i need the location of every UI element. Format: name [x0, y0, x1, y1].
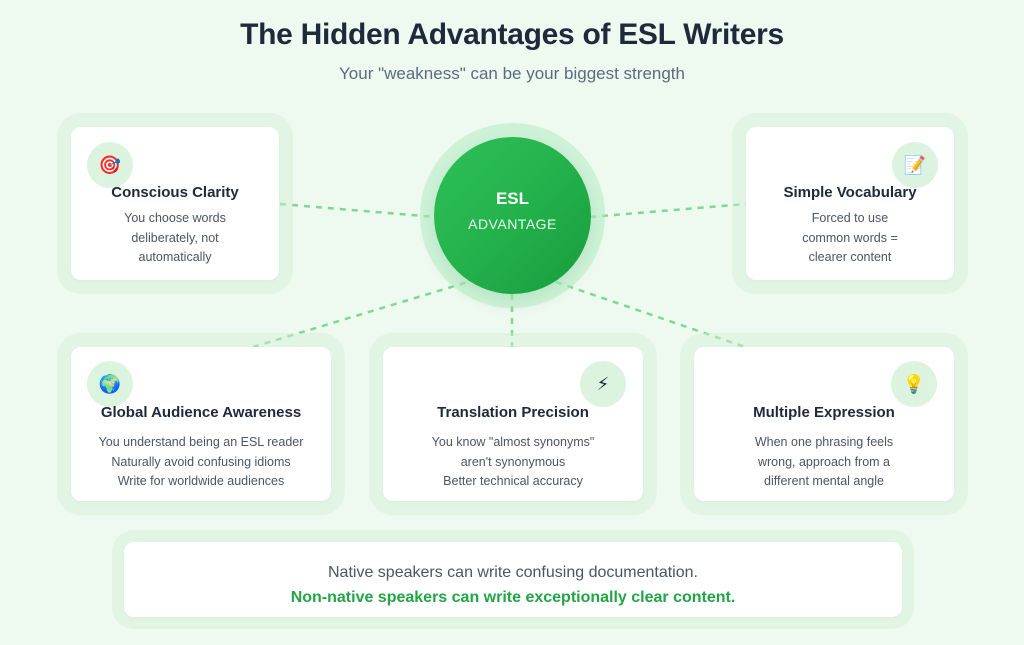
card-title: Translation Precision — [437, 404, 589, 421]
esl-advantage-hub: ESL ADVANTAGE — [434, 137, 591, 294]
card-simple-vocabulary: 📝 Simple Vocabulary Forced to use common… — [746, 127, 954, 280]
card-line: aren't synonymous — [460, 454, 566, 469]
card-description: Forced to use common words = clearer con… — [746, 209, 954, 268]
page-title: The Hidden Advantages of ESL Writers — [240, 18, 784, 51]
target-icon: 🎯 — [87, 142, 133, 188]
card-line: When one phrasing feels — [754, 435, 894, 449]
card-line: You choose words — [124, 211, 226, 225]
footer-callout: Native speakers can write confusing docu… — [124, 542, 902, 617]
card-line: common words = — [802, 230, 898, 245]
memo-icon: 📝 — [892, 142, 938, 188]
card-line: You understand being an ESL reader — [98, 435, 304, 449]
footer-statement-native: Native speakers can write confusing docu… — [328, 564, 698, 581]
card-description: You know "almost synonyms" aren't synony… — [383, 433, 643, 492]
card-title: Multiple Expression — [753, 404, 895, 421]
card-translation-precision: ⚡ Translation Precision You know "almost… — [383, 347, 643, 501]
lightning-icon: ⚡ — [580, 361, 626, 407]
lightbulb-icon: 💡 — [891, 361, 937, 407]
card-title: Conscious Clarity — [111, 184, 239, 201]
card-line: Naturally avoid confusing idioms — [111, 454, 291, 469]
hub-title: ESL — [495, 189, 530, 208]
card-line: different mental angle — [764, 474, 884, 488]
card-line: You know "almost synonyms" — [431, 435, 595, 449]
card-line: wrong, approach from a — [757, 454, 890, 469]
card-line: Better technical accuracy — [443, 474, 583, 488]
connector-vocabulary — [589, 202, 747, 219]
card-global-audience: 🌍 Global Audience Awareness You understa… — [71, 347, 331, 501]
card-title: Simple Vocabulary — [783, 184, 917, 201]
globe-icon: 🌍 — [87, 361, 133, 407]
card-description: You understand being an ESL reader Natur… — [71, 433, 331, 492]
card-line: Forced to use — [811, 211, 889, 225]
card-title: Global Audience Awareness — [100, 404, 302, 421]
card-line: clearer content — [808, 250, 892, 264]
card-multiple-expression: 💡 Multiple Expression When one phrasing … — [694, 347, 954, 501]
card-description: When one phrasing feels wrong, approach … — [694, 433, 954, 492]
card-line: Write for worldwide audiences — [117, 474, 285, 488]
connector-global — [252, 280, 469, 349]
card-description: You choose words deliberately, not autom… — [71, 209, 279, 268]
hub-subtitle: ADVANTAGE — [468, 216, 557, 232]
footer-statement-non-native: Non-native speakers can write exceptiona… — [290, 589, 736, 606]
connector-clarity — [279, 202, 437, 219]
card-line: deliberately, not — [131, 230, 219, 245]
page-subtitle: Your "weakness" can be your biggest stre… — [339, 64, 685, 83]
card-conscious-clarity: 🎯 Conscious Clarity You choose words del… — [71, 127, 279, 280]
connector-multiple — [555, 280, 746, 349]
card-line: automatically — [138, 250, 212, 264]
